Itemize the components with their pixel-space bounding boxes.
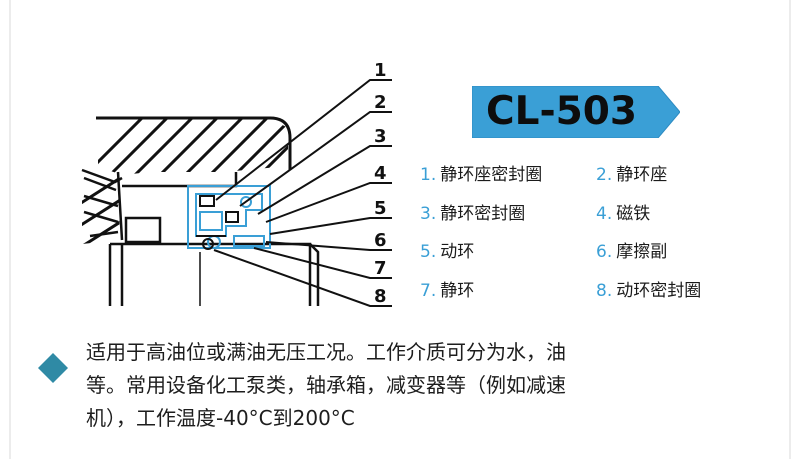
diamond-bullet-icon: [38, 353, 68, 383]
legend-item: 8.动环密封圈: [596, 281, 702, 301]
legend-item: 1.静环座密封圈: [420, 165, 543, 185]
model-title: CL-503: [486, 89, 638, 134]
callout-8: 8: [374, 286, 387, 307]
description-line: 适用于高油位或满油无压工况。工作介质可分为水，油: [86, 340, 566, 364]
legend-item: 3.静环密封圈: [420, 204, 526, 224]
gland-outline: [81, 168, 123, 238]
legend-item: 7.静环: [420, 281, 475, 301]
legend-item: 5.动环: [420, 242, 475, 262]
callout-6: 6: [374, 230, 387, 251]
callout-3: 3: [374, 126, 387, 147]
legend-item: 4.磁铁: [596, 204, 651, 224]
legend-item: 2.静环座: [596, 165, 668, 185]
housing-outline: [96, 116, 292, 170]
seal-assembly-black: [196, 195, 239, 250]
leader-lines: [213, 79, 392, 307]
gland-hatch: [82, 173, 120, 244]
title-banner: [472, 86, 680, 138]
callout-5: 5: [374, 198, 387, 219]
callout-2: 2: [374, 92, 387, 113]
spring-sleeve: [124, 216, 162, 244]
callout-4: 4: [374, 163, 387, 184]
seal-cross-section-diagram: 1 2 3 4 5 6 7 8: [81, 60, 392, 307]
callout-7: 7: [374, 258, 387, 279]
legend-item: 6.摩擦副: [596, 242, 668, 262]
shaft: [108, 242, 320, 306]
description-line: 机），工作温度-40°C到200°C: [86, 406, 355, 430]
application-description: 适用于高油位或满油无压工况。工作介质可分为水，油 等。常用设备化工泵类，轴承箱，…: [86, 336, 776, 435]
callout-1: 1: [374, 60, 387, 81]
description-line: 等。常用设备化工泵类，轴承箱，减变器等（例如减速: [86, 373, 566, 397]
